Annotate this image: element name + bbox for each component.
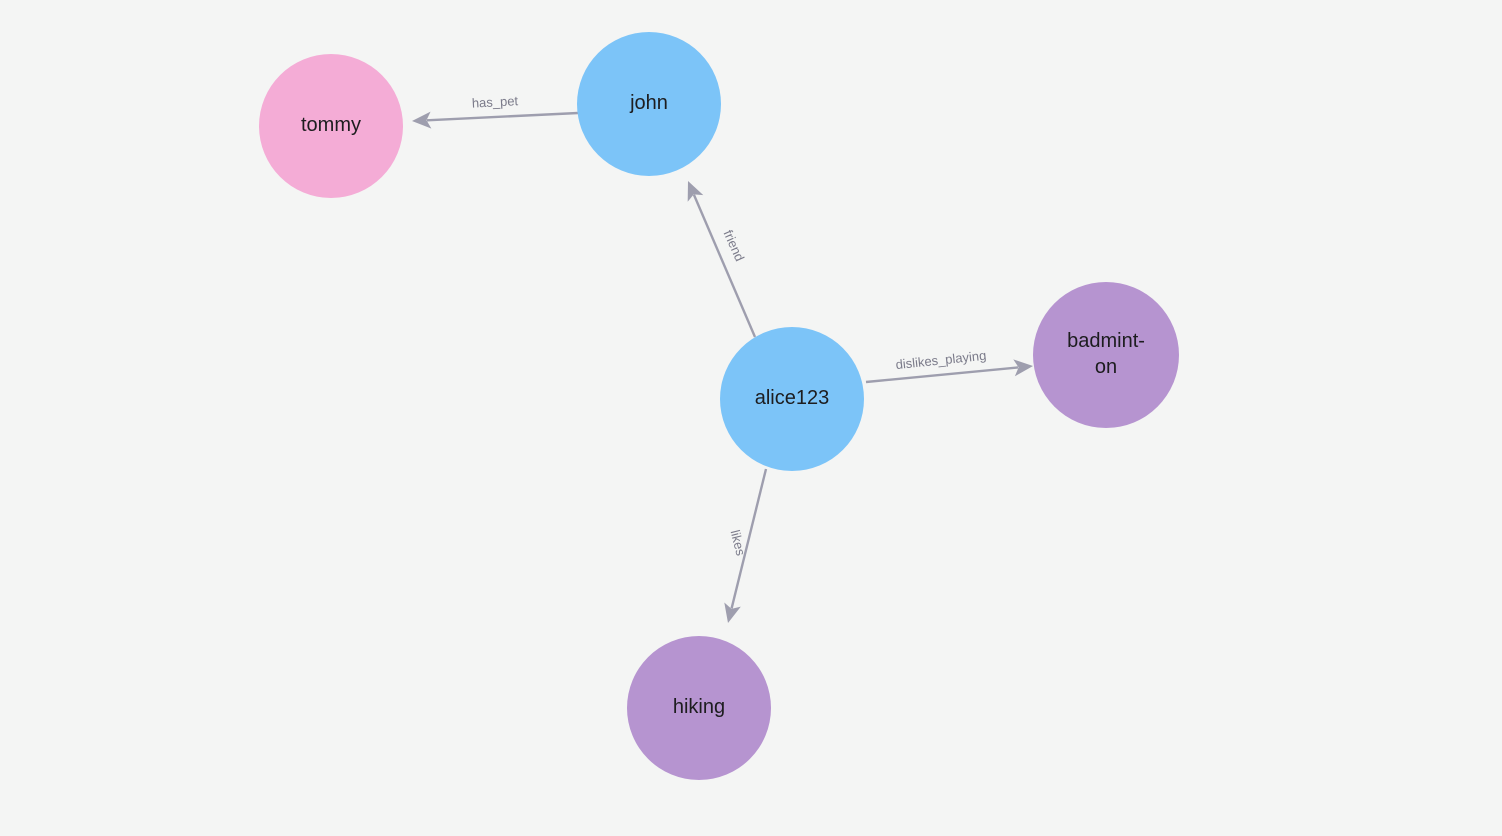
graph-node-hiking[interactable]: hiking bbox=[627, 636, 771, 780]
edges-layer bbox=[412, 111, 1033, 623]
edge-label: has_pet bbox=[471, 93, 518, 110]
graph-node-badminton[interactable]: badmint-on bbox=[1033, 282, 1179, 428]
graph-edge[interactable] bbox=[865, 359, 1033, 384]
graph-node-tommy[interactable]: tommy bbox=[259, 54, 403, 198]
edge-line bbox=[426, 111, 579, 122]
edge-line bbox=[865, 366, 1019, 384]
graph-node-alice123[interactable]: alice123 bbox=[720, 327, 864, 471]
graph-edge[interactable] bbox=[412, 111, 579, 129]
node-circle[interactable] bbox=[577, 32, 721, 176]
edge-line bbox=[730, 468, 768, 609]
edge-arrowhead-icon bbox=[412, 111, 432, 129]
edge-label: likes bbox=[728, 528, 749, 557]
node-circle[interactable] bbox=[720, 327, 864, 471]
graph-node-john[interactable]: john bbox=[577, 32, 721, 176]
edge-arrowhead-icon bbox=[687, 181, 704, 202]
graph-edge[interactable] bbox=[687, 181, 757, 338]
edge-line bbox=[692, 194, 757, 338]
edge-label: dislikes_playing bbox=[895, 348, 987, 372]
edge-arrowhead-icon bbox=[1013, 359, 1033, 377]
graph-edge[interactable] bbox=[724, 468, 768, 623]
node-circle[interactable] bbox=[627, 636, 771, 780]
nodes-layer: tommy john alice123 badmint-on hiking bbox=[259, 32, 1179, 780]
node-circle[interactable] bbox=[259, 54, 403, 198]
edge-arrowhead-icon bbox=[724, 602, 741, 623]
node-circle[interactable] bbox=[1033, 282, 1179, 428]
edge-label: friend bbox=[721, 228, 748, 264]
